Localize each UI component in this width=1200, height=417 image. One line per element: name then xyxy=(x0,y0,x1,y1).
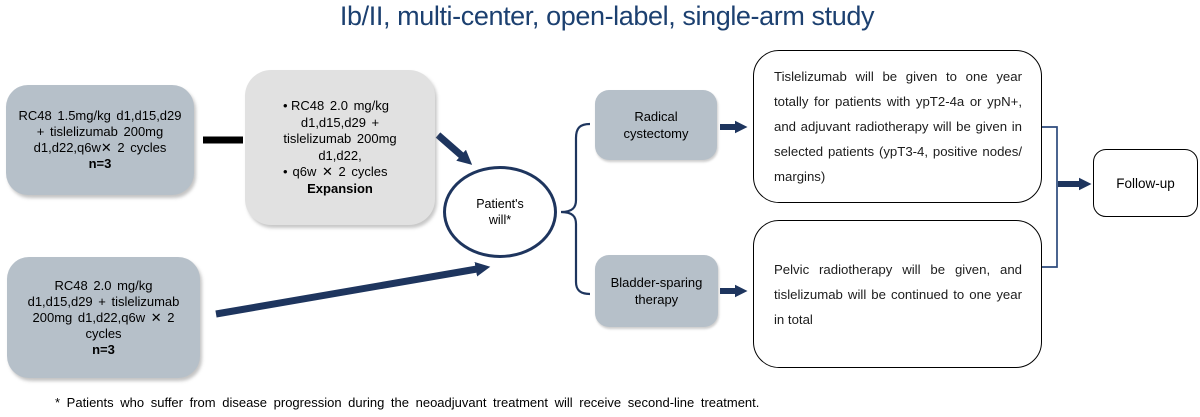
outcome-line: Tislelizumab will be given to one year xyxy=(774,69,1022,84)
expansion-line: d1,d15,d29 + xyxy=(300,114,380,130)
arrow-cohort2-to-decision xyxy=(215,261,491,318)
outcome-line: margins) xyxy=(774,169,826,184)
patients-will-decision-circle: Patient's will* xyxy=(443,166,557,258)
arrow-expansion-to-decision xyxy=(435,132,473,165)
cohort2-line: cycles xyxy=(85,325,122,341)
brace-decision-split xyxy=(560,122,591,296)
cohort2-line: d1,d15,d29 + tislelizumab xyxy=(27,293,180,309)
footnote: * Patients who suffer from disease progr… xyxy=(55,395,760,410)
cohort1-line: + tislelizumab 200mg xyxy=(36,124,164,139)
bladder-sparing-box: Bladder-sparing therapy xyxy=(595,255,718,327)
bladder-line: Bladder-sparing xyxy=(610,275,703,290)
outcome-line: totally for patients with ypT2-4a or ypN… xyxy=(774,94,1022,109)
bullet-icon: • xyxy=(283,98,288,113)
cohort2-line: 200mg d1,d22,q6w ✕ 2 xyxy=(32,309,175,325)
radical-cystectomy-box: Radical cystectomy xyxy=(595,90,717,160)
expansion-line: • RC48 2.0 mg/kg xyxy=(245,98,435,115)
outcome-line: in total xyxy=(774,311,813,327)
followup-label: Follow-up xyxy=(1116,175,1175,191)
radical-line: Radical xyxy=(634,109,678,124)
decision-line: will* xyxy=(488,213,512,227)
expansion-line-text: RC48 2.0 mg/kg xyxy=(291,98,389,113)
outcome-line: Pelvic radiotherapy will be given, and xyxy=(774,261,1022,277)
bladder-line: therapy xyxy=(634,292,679,307)
bracket-outcomes-merge xyxy=(1042,126,1058,268)
bladder-outcome-box: Pelvic radiotherapy will be given, and t… xyxy=(753,220,1042,368)
expansion-emphasis: Expansion xyxy=(307,180,373,196)
page-title: Ib/II, multi-center, open-label, single-… xyxy=(339,1,875,31)
cohort1-n-label: n=3 xyxy=(88,156,112,171)
cohort2-dose-box: RC48 2.0 mg/kg d1,d15,d29 + tislelizumab… xyxy=(7,257,200,378)
expansion-line: tislelizumab 200mg xyxy=(283,131,397,146)
outcome-line: tislelizumab will be continued to one ye… xyxy=(774,286,1022,302)
cohort1-dose-box: RC48 1.5mg/kg d1,d15,d29 + tislelizumab … xyxy=(6,85,194,195)
cohort1-line: RC48 1.5mg/kg d1,d15,d29 xyxy=(18,108,182,123)
expansion-line-text: q6w ✕ 2 cycles xyxy=(292,164,388,179)
expansion-line: • q6w ✕ 2 cycles xyxy=(245,164,435,181)
radical-outcome-box: Tislelizumab will be given to one year t… xyxy=(753,50,1042,203)
outcome-line: selected patients (ypT3-4, positive node… xyxy=(774,144,1022,159)
bullet-icon: • xyxy=(283,164,288,179)
cohort1-line: d1,d22,q6w✕ 2 cycles xyxy=(33,140,167,155)
cohort2-line: RC48 2.0 mg/kg xyxy=(54,277,153,293)
expansion-line: d1,d22, xyxy=(318,147,362,163)
radical-line: cystectomy xyxy=(623,126,689,141)
followup-box: Follow-up xyxy=(1093,149,1198,217)
expansion-dose-box: • RC48 2.0 mg/kg d1,d15,d29 + tislelizum… xyxy=(245,70,435,225)
decision-line: Patient's xyxy=(476,197,524,211)
outcome-line: and adjuvant radiotherapy will be given … xyxy=(774,119,1022,134)
cohort2-n-label: n=3 xyxy=(92,341,115,357)
